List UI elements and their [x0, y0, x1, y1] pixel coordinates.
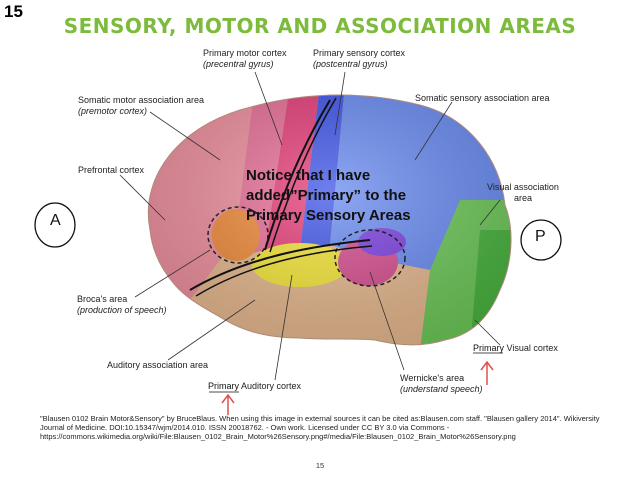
wernicke-dashed-outline [334, 229, 406, 287]
label-prefrontal: Prefrontal cortex [78, 165, 145, 175]
slide-title: SENSORY, MOTOR AND ASSOCIATION AREAS [63, 14, 577, 38]
image-credit: "Blausen 0102 Brain Motor&Sensory" by Br… [40, 414, 600, 441]
central-sulcus-drawn-line [264, 99, 331, 251]
anterior-circle [34, 202, 76, 248]
arrow-up-visual-icon [480, 360, 494, 385]
label-primary-sensory: Primary sensory cortex (postcentral gyru… [313, 48, 406, 69]
leader-lines [119, 71, 501, 381]
handwritten-primary-visual: Primary [473, 343, 504, 353]
label-auditory-cortex: Primary Auditory cortex [208, 381, 302, 391]
label-wernicke: Wernicke's area (understand speech) [400, 373, 483, 394]
label-somatic-motor-association: Somatic motor association area (premotor… [78, 95, 205, 116]
label-auditory-association: Auditory association area [107, 360, 209, 370]
slide-number: 15 [4, 2, 23, 21]
label-visual-association: Visual association area [487, 182, 559, 203]
sulcus-drawn-line [189, 239, 371, 291]
arrow-up-auditory-icon [221, 393, 235, 415]
page-number: 15 [315, 461, 325, 470]
handwritten-p: P [535, 228, 546, 245]
brain-outline [147, 94, 512, 346]
label-somatic-sensory-association: Somatic sensory association area [415, 93, 550, 103]
broca-dashed-outline [207, 206, 269, 264]
handwritten-primary-auditory: Primary [208, 381, 239, 391]
label-primary-motor: Primary motor cortex (precentral gyrus) [203, 48, 287, 69]
posterior-circle [520, 219, 562, 261]
handwritten-a: A [50, 212, 61, 229]
sulcus-drawn-line-2 [195, 245, 373, 297]
label-broca: Broca's area (production of speech) [77, 294, 167, 315]
label-visual-cortex: Primary Visual cortex [473, 343, 558, 353]
central-sulcus-drawn-line-2 [269, 97, 337, 253]
annotation-note: Notice that I have added”Primary” to the… [246, 167, 411, 224]
